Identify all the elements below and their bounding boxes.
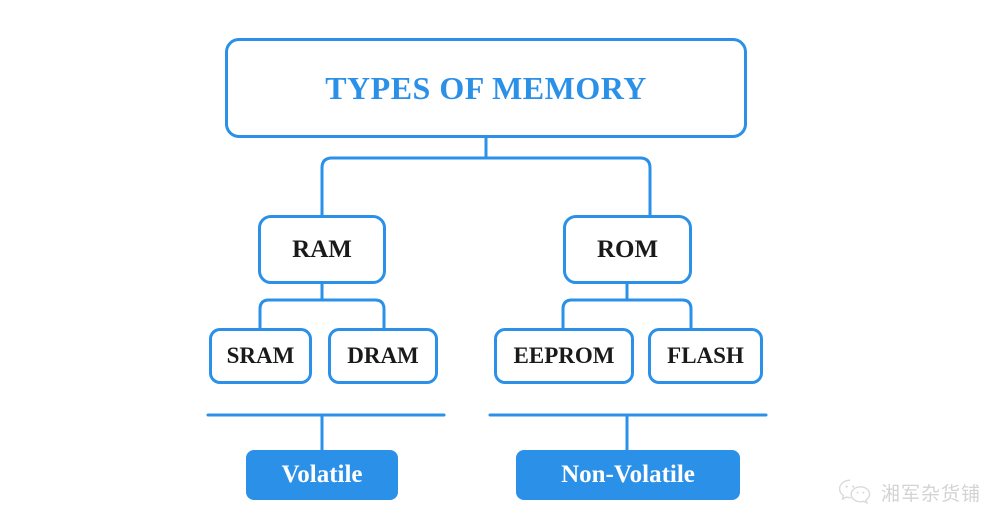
- connector-rom-branch: [561, 298, 693, 330]
- node-eeprom[interactable]: EEPROM: [494, 328, 634, 384]
- watermark: 湘军杂货铺: [838, 478, 981, 506]
- pill-volatile[interactable]: Volatile: [246, 450, 398, 500]
- connector-title-branch: [320, 156, 652, 217]
- connector-ram-branch: [258, 298, 386, 330]
- node-ram[interactable]: RAM: [258, 215, 386, 284]
- wechat-icon: [838, 478, 872, 506]
- pill-non-volatile[interactable]: Non-Volatile: [516, 450, 740, 500]
- node-sram[interactable]: SRAM: [209, 328, 312, 384]
- node-rom[interactable]: ROM: [563, 215, 692, 284]
- node-flash[interactable]: FLASH: [648, 328, 763, 384]
- watermark-text: 湘军杂货铺: [880, 482, 981, 505]
- node-dram[interactable]: DRAM: [328, 328, 438, 384]
- node-types-of-memory[interactable]: TYPES OF MEMORY: [225, 38, 747, 138]
